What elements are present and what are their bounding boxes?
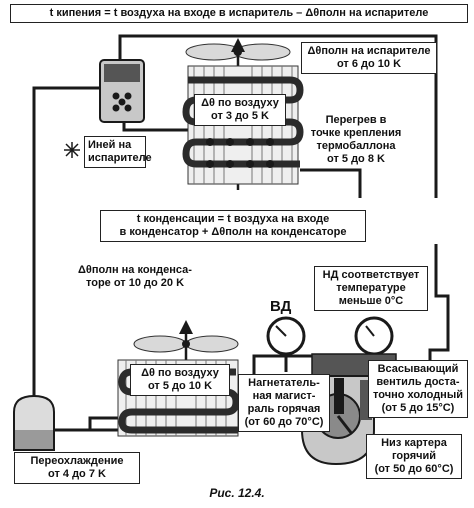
superheat-label: Перегрев в точке крепления термобаллона …	[306, 112, 406, 168]
suction-line1: Всасывающий	[377, 363, 459, 375]
subcooling-line2: от 4 до 7 K	[48, 468, 106, 480]
superheat-line1: Перегрев в	[325, 114, 387, 126]
condenser-full-delta-line1: Δθполн на конденса-	[78, 264, 192, 276]
superheat-line3: термобаллона	[316, 140, 396, 152]
crankcase-label: Низ картера горячий (от 50 до 60°С)	[366, 434, 462, 479]
condenser-full-delta-line2: торе от 10 до 20 K	[85, 277, 185, 289]
evaporator-full-delta-label: Δθполн на испарителе от 6 до 10 K	[301, 42, 437, 74]
crankcase-line1: Низ картера	[381, 437, 447, 449]
discharge-line3: раль горячая	[247, 403, 321, 415]
superheat-line2: точке крепления	[310, 127, 402, 139]
suction-line4: (от 5 до 15°С)	[381, 402, 455, 414]
low-pressure-note-label: НД соответствует температуре меньше 0°С	[314, 266, 428, 311]
boiling-temperature-text: t кипения = t воздуха на входе в испарит…	[49, 7, 429, 19]
discharge-line-label: Нагнетатель- ная магист- раль горячая (о…	[238, 374, 330, 432]
figure-caption: Рис. 12.4.	[209, 486, 265, 500]
expansion-valve	[99, 59, 145, 123]
condenser-air-delta-line1: Δθ по воздуху	[141, 367, 219, 379]
condensation-temperature-label: t конденсации = t воздуха на входе в кон…	[100, 210, 366, 242]
suction-line2: вентиль доста-	[376, 376, 460, 388]
low-pressure-note-line1: НД соответствует	[322, 269, 420, 281]
condenser-air-delta-label: Δθ по воздуху от 5 до 10 K	[130, 364, 230, 396]
high-pressure-gauge	[266, 316, 306, 372]
evaporator-full-delta-line2: от 6 до 10 K	[336, 58, 402, 70]
refrigerant-pipes	[32, 34, 450, 432]
condensation-temperature-line2: в конденсатор + Δθполн на конденсаторе	[119, 226, 347, 238]
subcooling-label: Переохлаждение от 4 до 7 K	[14, 452, 140, 484]
discharge-line1: Нагнетатель-	[248, 377, 320, 389]
condenser-fan	[133, 335, 239, 353]
condenser-air-delta-line2: от 5 до 10 K	[147, 380, 213, 392]
high-pressure-label: ВД	[270, 298, 292, 315]
low-pressure-note-line3: меньше 0°С	[338, 295, 404, 307]
liquid-receiver	[13, 394, 55, 451]
boiling-temperature-label: t кипения = t воздуха на входе в испарит…	[10, 4, 468, 23]
crankcase-line3: (от 50 до 60°С)	[374, 463, 454, 475]
condensation-temperature-line1: t конденсации = t воздуха на входе	[136, 213, 330, 225]
superheat-line4: от 5 до 8 K	[327, 153, 385, 165]
frost-icon	[64, 142, 80, 158]
suction-line3: точно холодный	[373, 389, 463, 401]
frost-label: Иней на испарителе	[84, 136, 152, 168]
subcooling-line1: Переохлаждение	[30, 455, 124, 467]
discharge-line4: (от 60 до 70°С)	[244, 416, 324, 428]
crankcase-line2: горячий	[391, 450, 437, 462]
evaporator-air-delta-line1: Δθ по воздуху	[201, 97, 279, 109]
low-pressure-note-line2: температуре	[336, 282, 406, 294]
suction-valve-label: Всасывающий вентиль доста- точно холодны…	[368, 360, 468, 418]
evaporator-air-delta-label: Δθ по воздуху от 3 до 5 K	[194, 94, 286, 126]
frost-line1: Иней на	[88, 139, 132, 151]
evaporator-full-delta-line1: Δθполн на испарителе	[307, 45, 431, 57]
discharge-line2: ная магист-	[252, 390, 316, 402]
frost-line2: испарителе	[88, 152, 152, 164]
condenser-full-delta-label: Δθполн на конденса- торе от 10 до 20 K	[60, 262, 210, 292]
evaporator-air-delta-line2: от 3 до 5 K	[211, 110, 269, 122]
